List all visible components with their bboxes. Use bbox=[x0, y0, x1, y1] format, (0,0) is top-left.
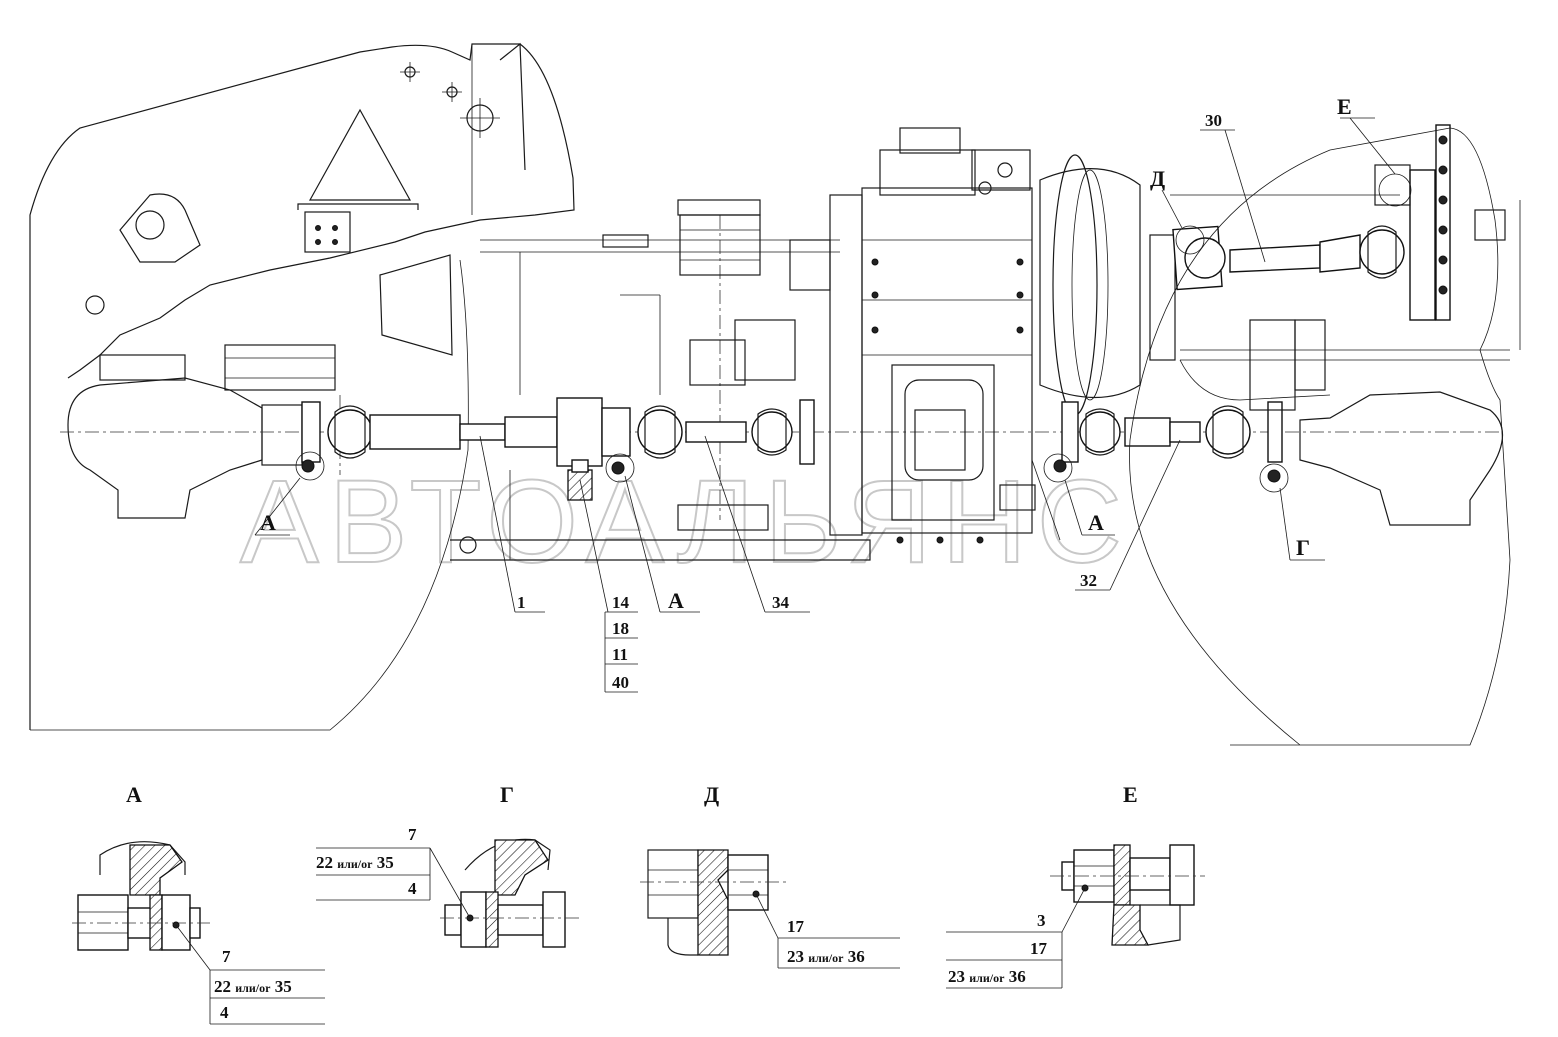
svg-text:17: 17 bbox=[1030, 939, 1048, 958]
svg-text:23 или/or 36: 23 или/or 36 bbox=[948, 967, 1026, 986]
detail-a-title: А bbox=[126, 782, 142, 807]
torque-converter bbox=[999, 154, 1176, 541]
svg-text:7: 7 bbox=[408, 825, 417, 844]
detail-circle-g bbox=[1259, 463, 1289, 493]
detail-circle-a-right bbox=[1043, 453, 1073, 483]
callout-e: Е bbox=[1337, 94, 1352, 119]
callout-40: 40 bbox=[612, 673, 629, 692]
callout-a-left: А bbox=[260, 510, 276, 535]
svg-text:17: 17 bbox=[787, 917, 805, 936]
svg-text:22 или/or 35: 22 или/or 35 bbox=[214, 977, 292, 996]
callout-11: 11 bbox=[612, 645, 628, 664]
callout-a-mid: А bbox=[668, 588, 684, 613]
callout-1: 1 bbox=[517, 593, 526, 612]
detail-markers bbox=[295, 173, 1412, 493]
cardan-shaft-1 bbox=[301, 397, 815, 501]
detail-circle-a-mid bbox=[605, 453, 635, 483]
callout-32: 32 bbox=[1080, 571, 1097, 590]
svg-text:4: 4 bbox=[408, 879, 417, 898]
callout-18: 18 bbox=[612, 619, 629, 638]
detail-view-a: А 7 22 или/or 35 4 bbox=[72, 782, 325, 1025]
detail-view-d: Д 17 23 или/or 36 bbox=[640, 782, 900, 969]
callout-30: 30 bbox=[1205, 111, 1222, 130]
svg-text:23 или/or 36: 23 или/or 36 bbox=[787, 947, 865, 966]
detail-view-e: Е 3 17 23 или/or 36 bbox=[946, 782, 1205, 989]
svg-text:3: 3 bbox=[1037, 911, 1046, 930]
right-axle bbox=[1129, 127, 1521, 746]
detail-g-title: Г bbox=[500, 782, 514, 807]
detail-circle-a-left bbox=[295, 451, 325, 481]
callout-d: Д bbox=[1150, 166, 1165, 191]
svg-text:7: 7 bbox=[222, 947, 231, 966]
detail-circle-e bbox=[1378, 173, 1412, 207]
callout-a-right: А bbox=[1088, 510, 1104, 535]
cardan-shaft-30 bbox=[1172, 124, 1451, 321]
gearbox bbox=[789, 127, 1033, 544]
watermark-text: АВТОАЛЬЯНС bbox=[240, 456, 1132, 588]
detail-circle-d bbox=[1175, 225, 1205, 255]
leader-lines bbox=[254, 117, 1396, 693]
center-support bbox=[450, 199, 871, 561]
svg-text:22 или/or 35: 22 или/or 35 bbox=[316, 853, 394, 872]
callout-34: 34 bbox=[772, 593, 790, 612]
detail-e-title: Е bbox=[1123, 782, 1138, 807]
cardan-shaft-32 bbox=[1053, 401, 1283, 483]
left-axle bbox=[67, 344, 336, 519]
callout-14: 14 bbox=[612, 593, 630, 612]
callout-g: Г bbox=[1296, 535, 1310, 560]
detail-d-title: Д bbox=[704, 782, 719, 807]
svg-text:4: 4 bbox=[220, 1003, 229, 1022]
detail-view-g: Г 7 22 или/or 35 4 bbox=[316, 782, 580, 948]
left-frame bbox=[29, 42, 575, 731]
main-callouts: 1 14 18 11 40 А 34 32 30 А А Г Д Е bbox=[260, 94, 1352, 692]
